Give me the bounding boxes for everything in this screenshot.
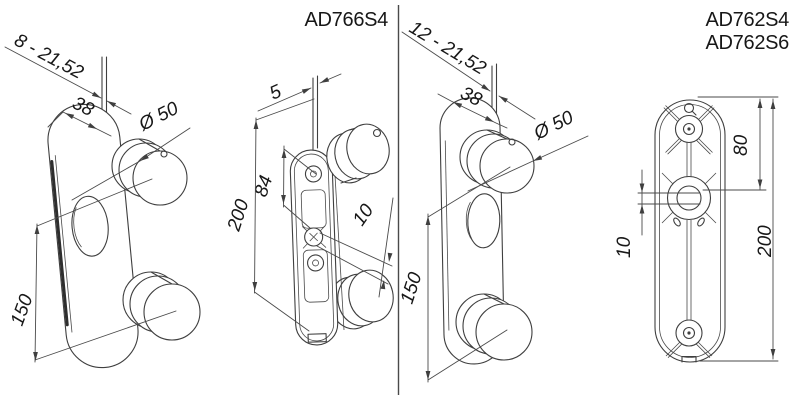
dim-hole-offset: 80 — [731, 134, 752, 156]
rear-pocket-lower — [302, 249, 330, 303]
plate-side-shadow — [50, 160, 69, 327]
rear-bottom-clamp-face — [348, 269, 394, 323]
view-ad762-flat: 10 80 200 — [614, 96, 779, 363]
view-ad766s4-rear-iso: 5 84 200 10 — [223, 73, 394, 346]
flat-center-boss — [666, 175, 712, 221]
rear-top-washer — [304, 165, 323, 183]
cutout-inner-wall — [73, 207, 82, 248]
view-ad762-front-iso: 12 - 21,52 38 Ø 50 150 — [397, 17, 589, 383]
flat-slot-left — [673, 217, 681, 227]
flat-plate-wall — [659, 104, 721, 358]
part-number-right-2: AD762S6 — [705, 32, 789, 54]
flat-top-hole-center — [687, 127, 691, 131]
flat-bottom-boss — [675, 319, 703, 347]
plate-center-cutout — [467, 193, 501, 249]
view-ad766s4-front-iso: 8 - 21,52 38 Ø 50 150 — [4, 30, 201, 369]
rear-plate — [289, 149, 339, 346]
rear-boss-ribs — [302, 225, 327, 249]
part-number-left: AD766S4 — [304, 9, 388, 31]
plate-inner-edge — [444, 140, 450, 331]
rear-plate-outline — [289, 149, 339, 346]
dim-clamp-diameter: Ø 50 — [135, 98, 183, 136]
dim-clamp-spacing: 150 — [7, 291, 38, 328]
q-marking-tail — [691, 110, 697, 116]
part-number-right-1: AD762S4 — [705, 9, 789, 31]
rear-glass-edge-lines — [312, 75, 319, 151]
dim-clamp-diameter: Ø 50 — [530, 107, 578, 145]
dim-rear-length: 200 — [223, 196, 253, 234]
dim-rear-thickness: 10 — [349, 200, 379, 230]
dim-glass-range: 12 - 21,52 — [405, 17, 490, 79]
cutout-inner-wall — [465, 201, 473, 242]
flat-plate-outline — [654, 99, 726, 363]
flat-top-boss — [674, 114, 704, 144]
dim-hole-spacing: 84 — [251, 173, 278, 200]
dim-slot-width: 10 — [614, 236, 635, 258]
flat-bottom-tab — [681, 355, 697, 363]
flat-center-ribs — [661, 172, 717, 320]
rear-plate-wall — [293, 153, 335, 342]
rear-bottom-washer — [307, 254, 325, 272]
rear-bottom-screw — [312, 259, 319, 267]
top-clamp-pin — [160, 150, 168, 158]
top-clamp-face — [132, 150, 188, 206]
rear-bottom-tab — [307, 333, 327, 343]
plate-inner-edge — [54, 155, 73, 333]
flat-center-hole — [676, 185, 702, 211]
rear-top-screw — [310, 170, 317, 178]
top-clamp-face — [479, 138, 535, 194]
flat-bottom-hole — [682, 326, 696, 340]
flat-bottom-hole-center — [687, 331, 691, 335]
top-clamp-pin — [508, 138, 516, 146]
dim-glass-gap: 5 — [266, 81, 285, 105]
dim-flat-length: 200 — [755, 225, 776, 258]
flat-top-ribs — [663, 105, 715, 177]
rear-top-clamp-pin — [372, 128, 382, 138]
dim-glass-range: 8 - 21,52 — [11, 30, 87, 84]
plate-center-cutout — [71, 195, 109, 257]
rear-center-boss — [304, 227, 324, 247]
flat-bottom-ribs — [665, 342, 713, 358]
flat-top-hole — [682, 122, 696, 136]
rear-plate-depth-edge — [333, 157, 345, 331]
dim-clamp-spacing: 150 — [397, 269, 427, 306]
flat-slot-right — [697, 217, 705, 227]
q-marking — [683, 102, 695, 114]
